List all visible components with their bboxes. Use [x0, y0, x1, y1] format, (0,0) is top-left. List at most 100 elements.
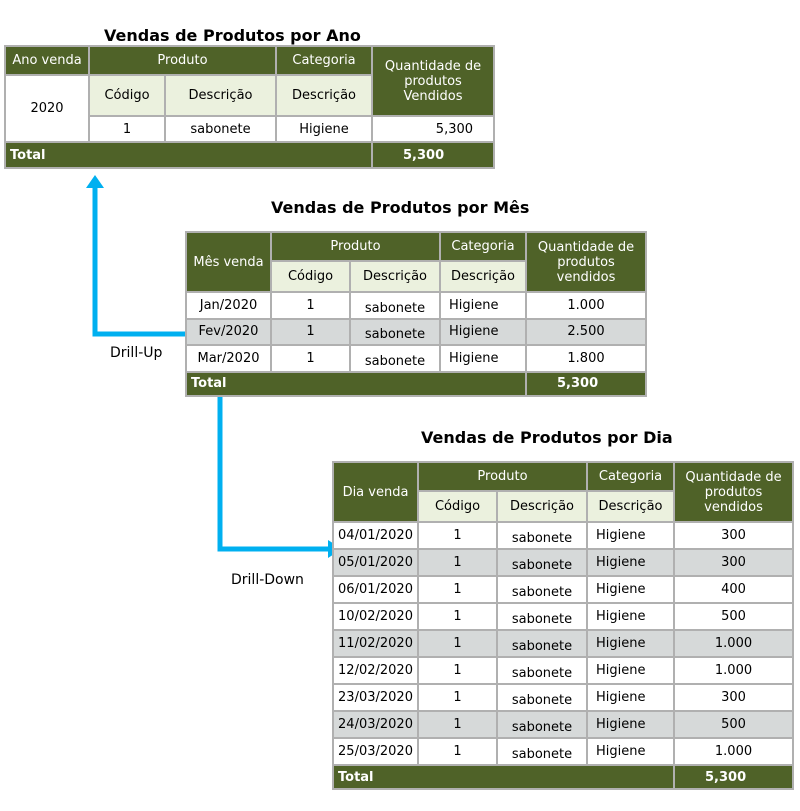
descricao-cell: sabonete: [163, 115, 278, 143]
descricao-cell: sabonete: [348, 344, 442, 373]
total-value: 5,300: [525, 370, 648, 397]
codigo-cell: 1: [270, 344, 351, 373]
categoria-header: Categoria: [275, 45, 374, 76]
quantidade-cell: 500: [673, 602, 795, 631]
categoria-cell: Higiene: [586, 548, 676, 577]
categoria-cell: Higiene: [586, 737, 676, 766]
categoria-cell: Higiene: [586, 521, 676, 550]
period-cell: 23/03/2020: [332, 683, 419, 712]
produto-header: Produto: [269, 231, 442, 262]
period-cell: Mar/2020: [185, 344, 272, 373]
total-value: 5,300: [371, 141, 496, 169]
descricao-subheader: Descrição: [348, 260, 442, 293]
drill-down-arrow: [217, 397, 330, 552]
total-value: 5,300: [673, 764, 795, 790]
categoria-descricao-subheader: Descrição: [275, 74, 374, 117]
codigo-cell: 1: [270, 291, 351, 320]
quantidade-cell: 500: [673, 710, 795, 739]
period-header: Ano venda: [4, 45, 90, 76]
descricao-subheader: Descrição: [163, 74, 278, 117]
categoria-descricao-subheader: Descrição: [439, 260, 528, 293]
table-title-ano: Vendas de Produtos por Ano: [104, 26, 361, 45]
categoria-cell: Higiene: [275, 115, 374, 143]
descricao-cell: sabonete: [495, 710, 589, 739]
table-title-mes: Vendas de Produtos por Mês: [271, 198, 530, 217]
codigo-cell: 1: [88, 115, 166, 143]
codigo-cell: 1: [417, 521, 498, 550]
drill-up-label: Drill-Up: [110, 345, 163, 361]
period-cell: 12/02/2020: [332, 656, 419, 685]
descricao-cell: sabonete: [495, 602, 589, 631]
quantidade-cell: 300: [673, 548, 795, 577]
drill-up-arrow: [92, 186, 185, 337]
total-label: Total: [184, 370, 528, 397]
categoria-cell: Higiene: [439, 344, 528, 373]
period-header: Mês venda: [185, 231, 272, 293]
categoria-cell: Higiene: [439, 291, 528, 320]
categoria-cell: Higiene: [586, 710, 676, 739]
categoria-cell: Higiene: [439, 317, 528, 346]
categoria-header: Categoria: [586, 461, 676, 492]
categoria-cell: Higiene: [586, 575, 676, 604]
descricao-cell: sabonete: [495, 683, 589, 712]
quantidade-header: Quantidade de produtos vendidos: [673, 461, 795, 523]
period-cell: 25/03/2020: [332, 737, 419, 766]
codigo-subheader: Código: [417, 490, 498, 523]
quantidade-cell: 1.000: [525, 291, 648, 320]
codigo-cell: 1: [270, 317, 351, 346]
period-header: Dia venda: [332, 461, 419, 523]
categoria-cell: Higiene: [586, 656, 676, 685]
descricao-cell: sabonete: [495, 629, 589, 658]
descricao-subheader: Descrição: [495, 490, 589, 523]
period-cell: 06/01/2020: [332, 575, 419, 604]
quantidade-cell: 300: [673, 521, 795, 550]
codigo-cell: 1: [417, 629, 498, 658]
categoria-header: Categoria: [439, 231, 528, 262]
period-cell: Fev/2020: [185, 317, 272, 346]
codigo-cell: 1: [417, 737, 498, 766]
quantidade-header: Quantidade de produtos Vendidos: [371, 45, 496, 117]
produto-header: Produto: [416, 461, 589, 492]
period-cell: 04/01/2020: [332, 521, 419, 550]
codigo-cell: 1: [417, 602, 498, 631]
categoria-cell: Higiene: [586, 683, 676, 712]
period-cell: 10/02/2020: [332, 602, 419, 631]
quantidade-cell: 400: [673, 575, 795, 604]
quantidade-cell: 300: [673, 683, 795, 712]
quantidade-cell: 1.000: [673, 737, 795, 766]
period-cell: 11/02/2020: [332, 629, 419, 658]
categoria-cell: Higiene: [586, 629, 676, 658]
quantidade-cell: 1.000: [673, 629, 795, 658]
codigo-cell: 1: [417, 575, 498, 604]
produto-header: Produto: [87, 45, 278, 76]
table-title-dia: Vendas de Produtos por Dia: [421, 428, 673, 447]
drill-up-arrowhead: [86, 175, 104, 188]
quantidade-header: Quantidade de produtos vendidos: [525, 231, 648, 293]
categoria-descricao-subheader: Descrição: [586, 490, 676, 523]
codigo-cell: 1: [417, 548, 498, 577]
codigo-subheader: Código: [270, 260, 351, 293]
descricao-cell: sabonete: [495, 548, 589, 577]
quantidade-cell: 2.500: [525, 317, 648, 346]
descricao-cell: sabonete: [495, 575, 589, 604]
period-cell: Jan/2020: [185, 291, 272, 320]
codigo-cell: 1: [417, 683, 498, 712]
drill-down-label: Drill-Down: [231, 572, 304, 588]
